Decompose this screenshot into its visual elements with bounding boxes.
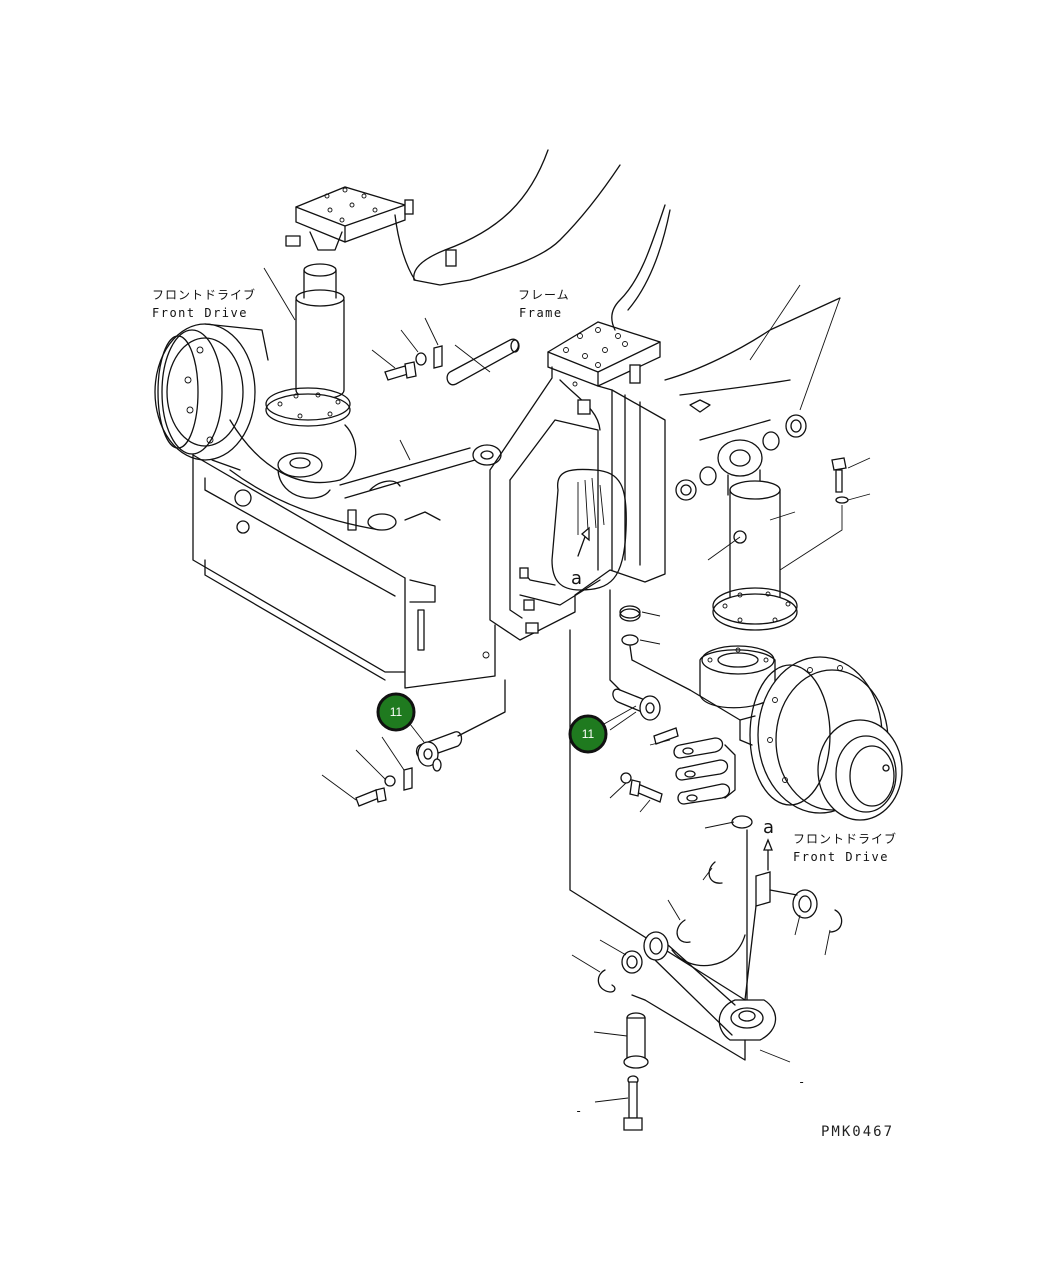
callout-number: 11 [390, 705, 403, 719]
dash-mark-lower-right: - [798, 1075, 807, 1089]
callout-number: 11 [582, 727, 595, 741]
left-frame-beam [192, 454, 496, 689]
center-lower-hardware [619, 605, 691, 691]
callout-leader-right [603, 705, 637, 725]
label-frame-jp: フレーム [518, 288, 570, 302]
left-upper-hardware [263, 267, 520, 461]
right-drive-hub [673, 645, 903, 821]
left-lower-hardware [321, 679, 506, 807]
steering-arm-assembly [569, 629, 843, 1063]
label-front-drive-left-jp: フロントドライブ [152, 287, 256, 302]
rear-frame-outline [394, 149, 841, 441]
left-steering-column [229, 186, 414, 499]
label-front-drive-right-en: Front Drive [793, 850, 889, 864]
steering-cylinder [675, 414, 871, 631]
dash-mark-bottom: - [575, 1104, 584, 1118]
label-front-drive-right-jp: フロントドライブ [793, 831, 897, 846]
steering-link [339, 444, 502, 531]
callout-leader-left [409, 723, 425, 743]
reference-marker-right [763, 838, 773, 871]
drawing-code: PMK0467 [821, 1124, 894, 1140]
marker-a-center: a [571, 568, 582, 589]
right-pin-hardware [609, 589, 679, 813]
marker-a-right: a [763, 817, 774, 838]
callout-11-right[interactable]: 11 [568, 714, 608, 754]
label-front-drive-left-en: Front Drive [152, 306, 248, 320]
center-frame-tower [489, 321, 666, 641]
left-drive-hub [154, 323, 269, 471]
label-frame-en: Frame [519, 306, 563, 320]
callout-11-left[interactable]: 11 [376, 692, 416, 732]
bottom-kingpin [593, 1012, 649, 1131]
